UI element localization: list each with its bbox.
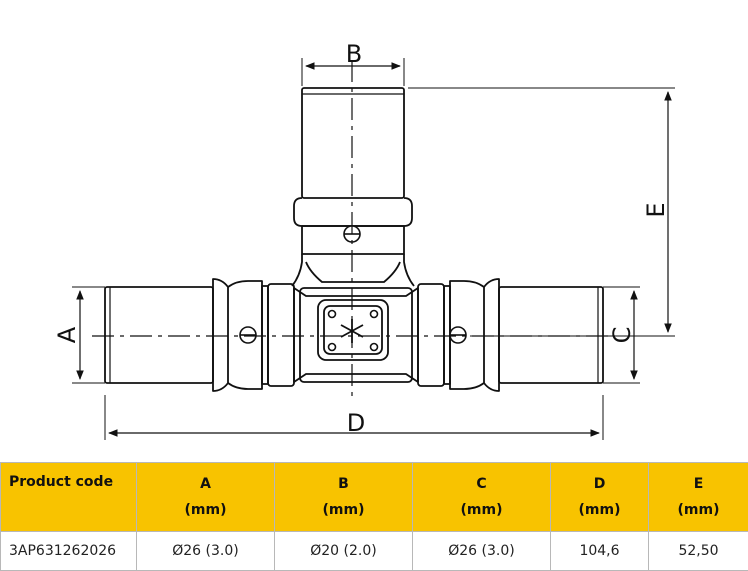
dimension-label-d: D	[347, 409, 365, 437]
header-a: A(mm)	[137, 463, 275, 532]
dimension-label-e: E	[642, 202, 670, 217]
tee-fitting-drawing: A B C D E	[0, 0, 748, 462]
cell-c: Ø26 (3.0)	[413, 532, 551, 571]
spec-table: Product code A(mm) B(mm) C(mm) D(mm) E(m…	[0, 462, 748, 571]
header-e: E(mm)	[649, 463, 748, 532]
cell-product-code: 3AP631262026	[1, 532, 137, 571]
table-row: 3AP631262026 Ø26 (3.0) Ø20 (2.0) Ø26 (3.…	[1, 532, 748, 571]
header-c: C(mm)	[413, 463, 551, 532]
cell-b: Ø20 (2.0)	[275, 532, 413, 571]
dimension-label-c: C	[608, 327, 636, 344]
table-header-row: Product code A(mm) B(mm) C(mm) D(mm) E(m…	[1, 463, 748, 532]
header-product-code: Product code	[1, 463, 137, 532]
cell-e: 52,50	[649, 532, 748, 571]
cell-a: Ø26 (3.0)	[137, 532, 275, 571]
dimension-label-a: A	[53, 326, 81, 343]
header-b: B(mm)	[275, 463, 413, 532]
dimension-label-b: B	[346, 40, 362, 68]
header-d: D(mm)	[551, 463, 649, 532]
cell-d: 104,6	[551, 532, 649, 571]
dimension-lines	[80, 66, 668, 433]
